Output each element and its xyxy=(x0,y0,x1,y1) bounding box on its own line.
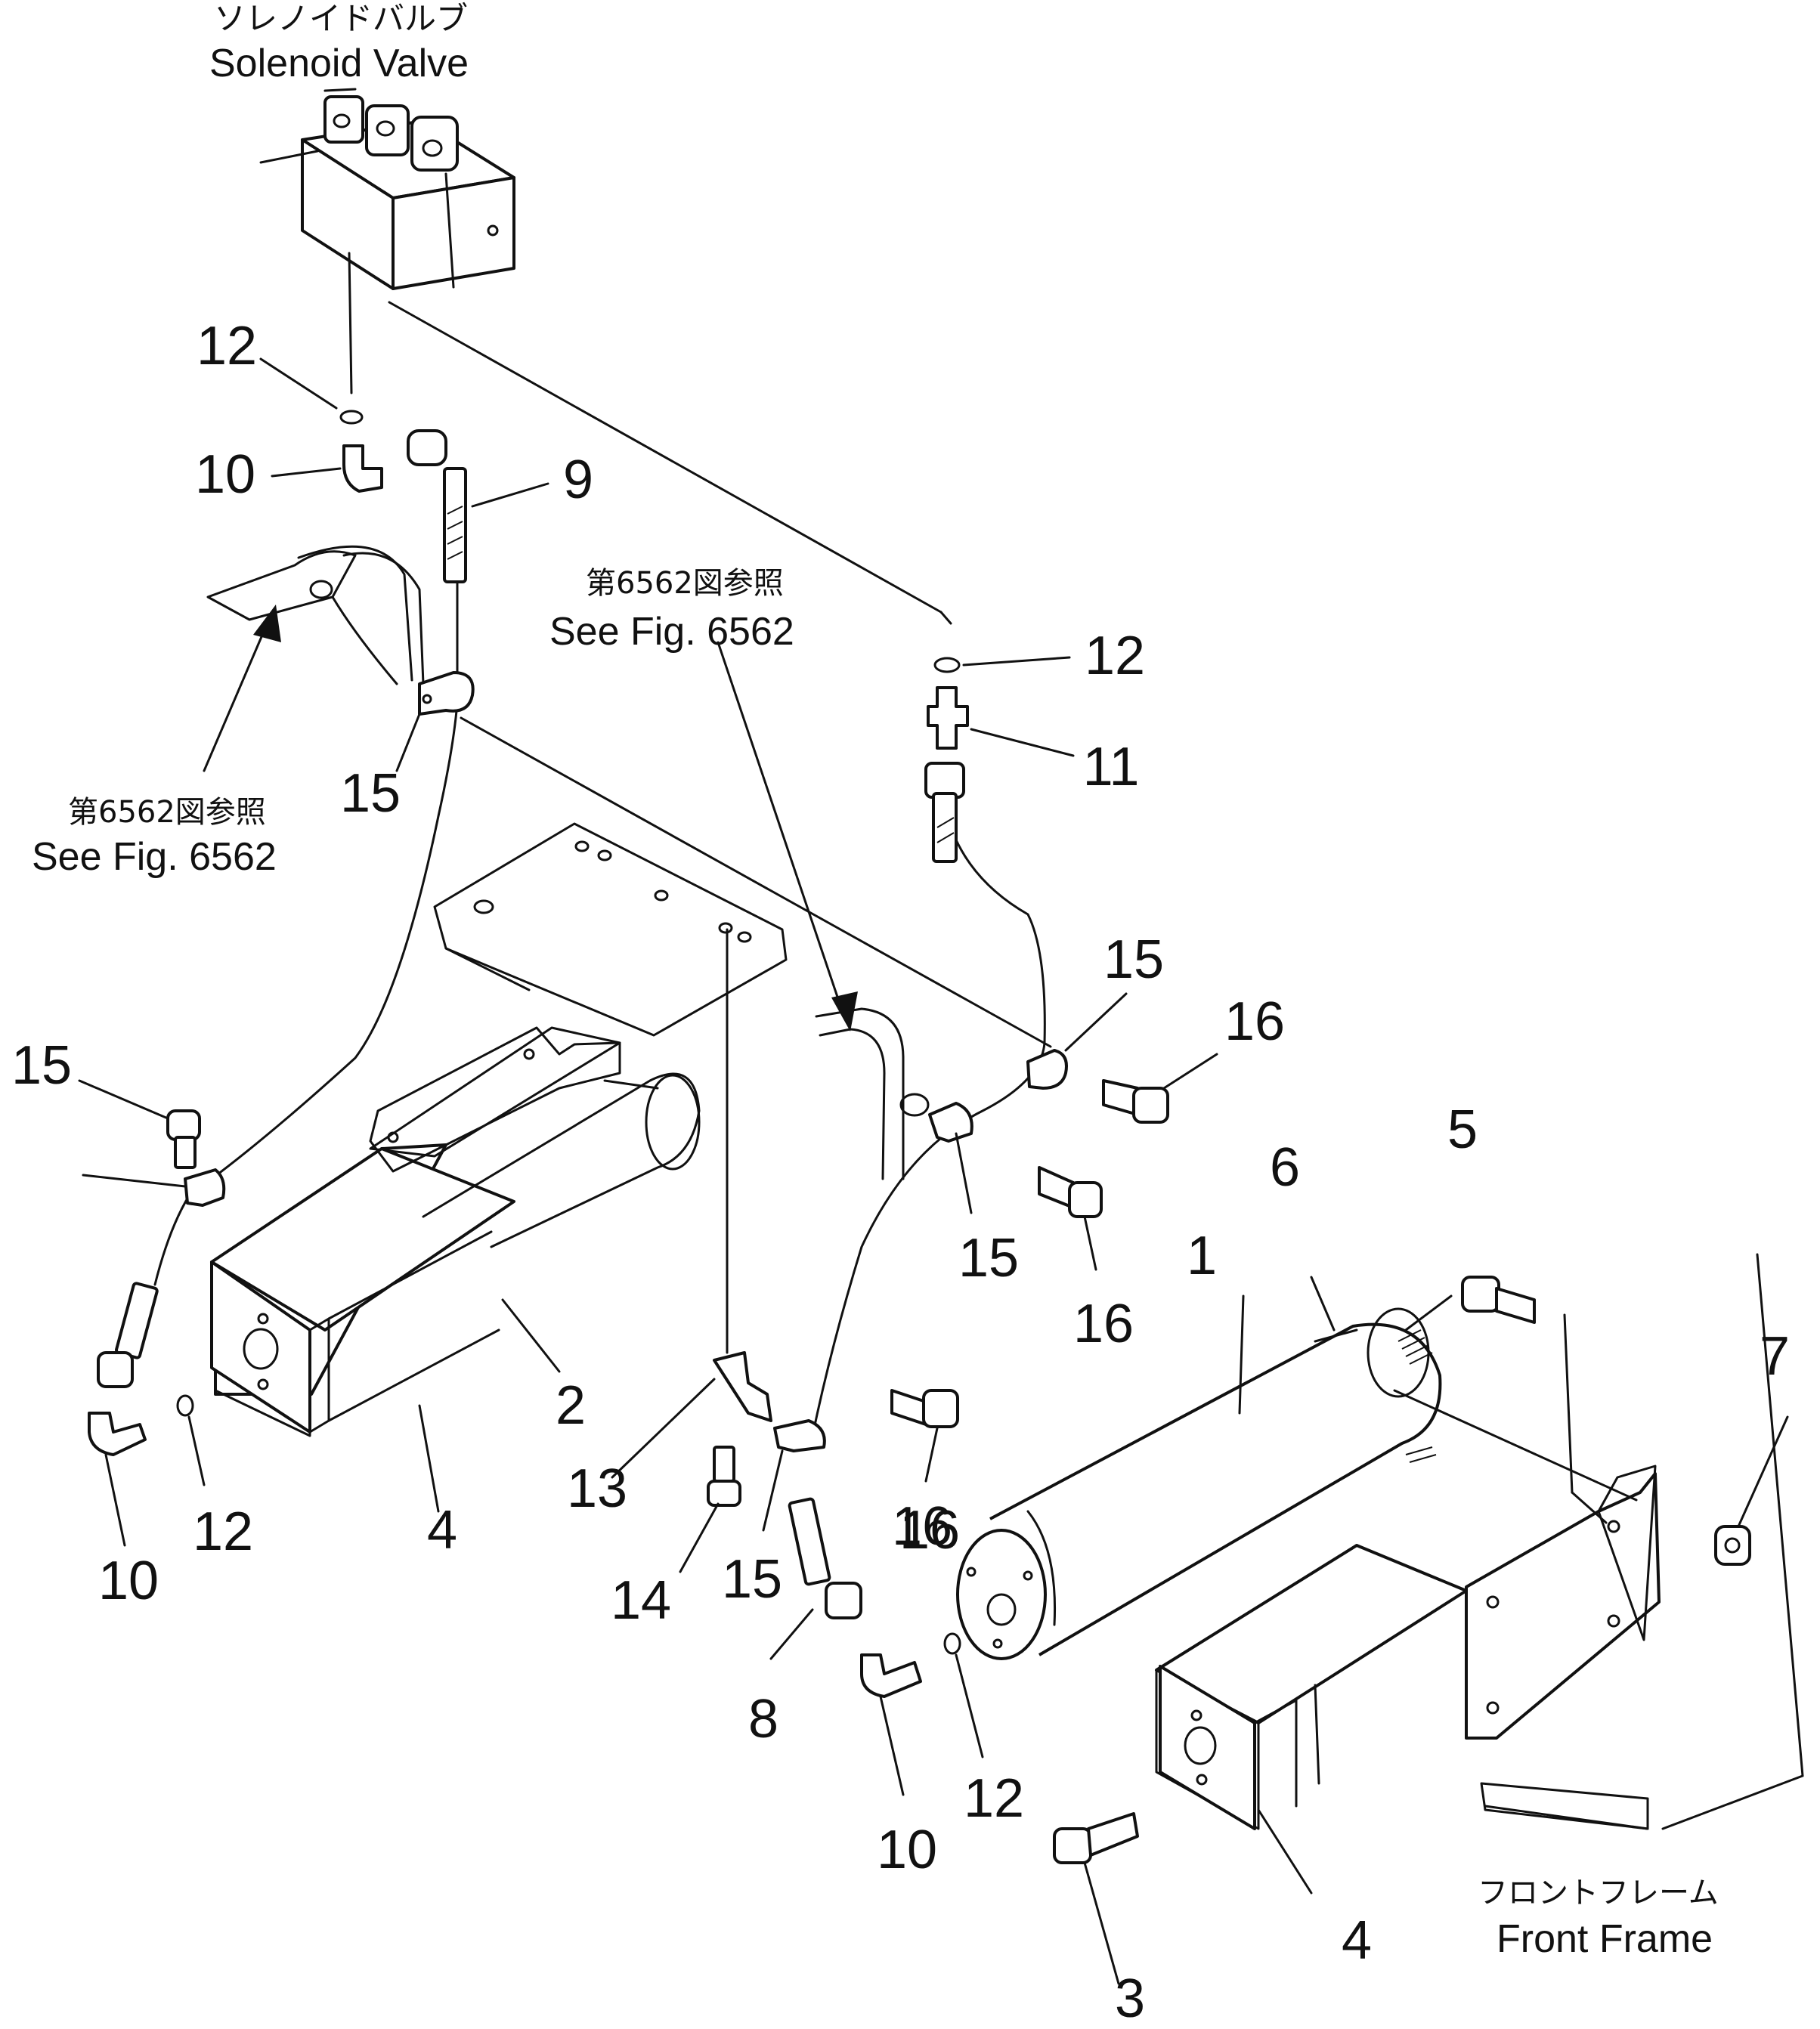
part-number-callout: 15 xyxy=(1103,929,1165,990)
part-number-callout: 13 xyxy=(566,1458,628,1519)
part-number-callout: 7 xyxy=(1759,1326,1791,1387)
right-accumulator xyxy=(956,1307,1661,1830)
part-number-callout: 12 xyxy=(196,316,258,376)
part-number-callout: 16 xyxy=(891,1496,953,1557)
see-fig-label-jp-center: 第6562図参照 xyxy=(586,566,784,601)
part-number-callout: 15 xyxy=(958,1228,1020,1288)
solenoid-valve-drawing xyxy=(259,88,515,290)
left-accumulator xyxy=(210,1026,701,1437)
pipe-center xyxy=(815,1007,930,1180)
part-number-callout: 16 xyxy=(1072,1294,1134,1354)
part-number-callout: 10 xyxy=(194,444,256,505)
part-number-callout: 10 xyxy=(98,1551,159,1611)
part-number-callout: 4 xyxy=(426,1500,458,1560)
leader-lines xyxy=(78,357,1789,1985)
see-fig-label-en-left: See Fig. 6562 xyxy=(32,835,277,879)
part-number-callout: 9 xyxy=(562,450,594,510)
part-number-callout: 16 xyxy=(1224,991,1286,1052)
front-frame-label-en: Front Frame xyxy=(1497,1917,1713,1961)
see-fig-label-en-center: See Fig. 6562 xyxy=(549,610,794,654)
part-number-callout: 15 xyxy=(11,1035,73,1096)
solenoid-valve-label-jp: ソレノイドバルブ xyxy=(214,0,469,37)
part-number-callout: 15 xyxy=(721,1549,783,1610)
pipe-bracket-upper xyxy=(206,545,425,685)
part-number-callout: 12 xyxy=(963,1768,1025,1829)
see-fig-label-jp-left: 第6562図参照 xyxy=(68,795,266,830)
part-number-callout: 10 xyxy=(876,1820,938,1880)
small-parts xyxy=(88,410,1751,1864)
part-number-callout: 1 xyxy=(1186,1226,1218,1286)
mounting-plate xyxy=(433,822,788,1037)
arrowheads xyxy=(253,605,858,1032)
part-number-callout: 11 xyxy=(1082,737,1140,797)
front-frame-label-jp: フロントフレーム xyxy=(1478,1876,1719,1910)
part-number-callout: 3 xyxy=(1114,1969,1146,2029)
part-number-callout: 5 xyxy=(1447,1100,1478,1160)
hose-lines xyxy=(153,252,1804,1830)
part-number-callout: 15 xyxy=(339,763,401,824)
solenoid-valve-label-en: Solenoid Valve xyxy=(209,42,469,85)
part-number-callout: 6 xyxy=(1269,1137,1301,1198)
part-number-callout: 2 xyxy=(555,1375,587,1436)
part-number-callout: 4 xyxy=(1341,1910,1373,1971)
part-number-callout: 12 xyxy=(192,1502,254,1562)
part-number-callout: 16 xyxy=(899,1500,961,1560)
part-number-callout: 8 xyxy=(748,1689,779,1749)
part-number-callout: 14 xyxy=(610,1570,672,1631)
part-number-callout: 12 xyxy=(1084,626,1146,686)
